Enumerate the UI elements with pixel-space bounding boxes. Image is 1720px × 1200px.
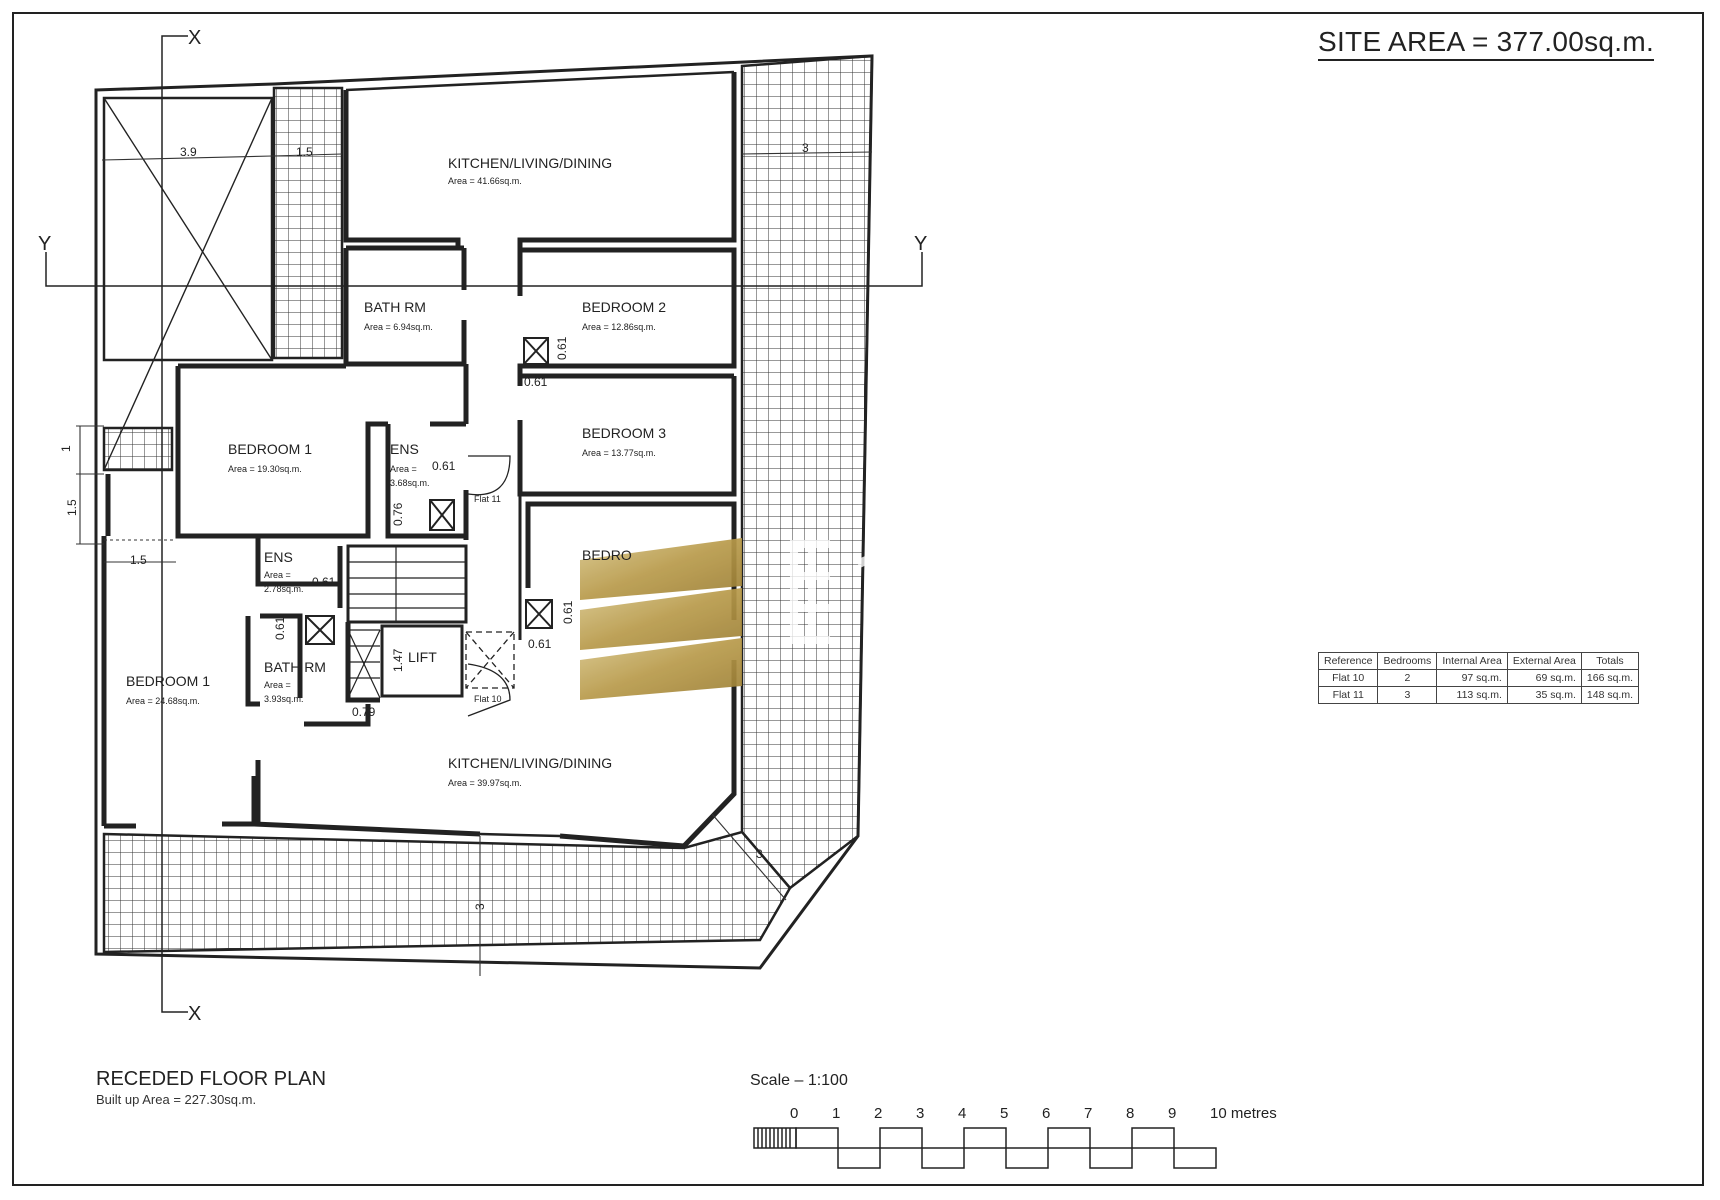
room-bath-bottom-name: BATH RM [264, 659, 326, 675]
built-up-area: Built up Area = 227.30sq.m. [96, 1092, 257, 1107]
table-header-row: Reference Bedrooms Internal Area Externa… [1317, 652, 1640, 670]
room-ens-top-area-2: 3.68sq.m. [390, 478, 430, 488]
flat-10-label: Flat 10 [474, 694, 502, 704]
header-cell: External Area [1506, 652, 1582, 670]
room-bath-top-area: Area = 6.94sq.m. [364, 322, 433, 332]
room-bedroom-partial-name: BEDRO [582, 547, 632, 563]
header-cell: Internal Area [1436, 652, 1508, 670]
dim-079: 0.79 [352, 705, 376, 719]
dim-3-corner: 3 [756, 847, 763, 861]
table-row: Flat 11 3 113 sq.m. 35 sq.m. 148 sq.m. [1317, 686, 1640, 704]
header-cell: Bedrooms [1377, 652, 1438, 670]
dimension-lines [76, 151, 873, 976]
void-shaft [102, 96, 274, 471]
dim-061-b: 0.61 [524, 375, 548, 389]
cell: 97 sq.m. [1436, 669, 1508, 687]
cell: Flat 10 [1317, 669, 1379, 687]
dim-061-c: 0.61 [432, 459, 456, 473]
section-x-bottom: X [188, 1003, 201, 1025]
room-bath-top-name: BATH RM [364, 299, 426, 315]
cell: Flat 11 [1317, 686, 1379, 704]
interior-walls [101, 70, 737, 849]
room-ens-left-area-1: Area = [264, 570, 291, 580]
dim-3-bottom: 3 [473, 903, 487, 910]
dim-147: 1.47 [391, 648, 405, 672]
terrace-hatch [102, 54, 874, 954]
scale-tick: 2 [874, 1105, 882, 1122]
flat-11-label: Flat 11 [474, 494, 501, 504]
room-ens-left-area-2: 2.78sq.m. [264, 584, 304, 594]
room-kitchen-bottom-area: Area = 39.97sq.m. [448, 778, 522, 788]
room-ens-top-area-1: Area = [390, 464, 417, 474]
header-cell: Totals [1580, 652, 1640, 670]
room-kitchen-bottom-name: KITCHEN/LIVING/DINING [448, 755, 612, 771]
room-bedroom2-name: BEDROOM 2 [582, 299, 666, 315]
room-lift-name: LIFT [408, 649, 437, 665]
scale-tick: 1 [832, 1105, 840, 1122]
scale-tick: 0 [790, 1105, 798, 1122]
site-area-title: SITE AREA = 377.00sq.m. [1318, 26, 1655, 61]
header-cell: Reference [1317, 652, 1379, 670]
stair-treads [347, 546, 466, 699]
room-bedroom1-bottom-name: BEDROOM 1 [126, 673, 210, 689]
room-bedroom1-top-area: Area = 19.30sq.m. [228, 464, 302, 474]
dim-3-top: 3 [802, 141, 809, 155]
dim-061-g: 0.61 [528, 637, 552, 651]
dim-1: 1 [59, 445, 73, 452]
section-y-left: Y [38, 233, 51, 255]
drawing-frame [12, 12, 1704, 1186]
dim-061-e: 0.61 [273, 616, 287, 640]
room-kitchen-top-name: KITCHEN/LIVING/DINING [448, 155, 612, 171]
dim-1-5-top: 1.5 [296, 145, 313, 159]
cell: 2 [1377, 669, 1438, 687]
table-row: Flat 10 2 97 sq.m. 69 sq.m. 166 sq.m. [1317, 669, 1640, 687]
scale-tick: 6 [1042, 1105, 1050, 1122]
room-ens-top-name: ENS [390, 441, 419, 457]
room-kitchen-top-area: Area = 41.66sq.m. [448, 176, 522, 186]
room-bedroom1-bottom-area: Area = 24.68sq.m. [126, 696, 200, 706]
cell: 148 sq.m. [1580, 686, 1640, 704]
scale-tick: 7 [1084, 1105, 1092, 1122]
dim-1-5-bottom: 1.5 [130, 553, 147, 567]
area-schedule-table: Reference Bedrooms Internal Area Externa… [1317, 652, 1640, 704]
site-boundary [94, 54, 874, 970]
dim-061-d: 0.61 [312, 575, 336, 589]
dim-061-a: 0.61 [555, 336, 569, 360]
cell: 166 sq.m. [1580, 669, 1640, 687]
room-bedroom3-area: Area = 13.77sq.m. [582, 448, 656, 458]
service-ducts [305, 337, 553, 645]
dim-1-5-side: 1.5 [65, 499, 79, 516]
scale-tick: 8 [1126, 1105, 1134, 1122]
scale-label: Scale – 1:100 [750, 1072, 848, 1089]
cell: 113 sq.m. [1436, 686, 1508, 704]
cell: 3 [1377, 686, 1438, 704]
dim-3-9: 3.9 [180, 145, 197, 159]
room-ens-left-name: ENS [264, 549, 293, 565]
room-bedroom1-top-name: BEDROOM 1 [228, 441, 312, 457]
plan-title: RECEDED FLOOR PLAN [96, 1068, 327, 1090]
scale-tick: 4 [958, 1105, 966, 1122]
room-bedroom2-area: Area = 12.86sq.m. [582, 322, 656, 332]
watermark-logo [580, 534, 920, 700]
door-swings [465, 455, 515, 717]
cell: 69 sq.m. [1506, 669, 1582, 687]
scale-tick: 5 [1000, 1105, 1008, 1122]
scale-tick: 10 metres [1210, 1105, 1277, 1122]
scale-tick: 9 [1168, 1105, 1176, 1122]
room-bath-bottom-area-1: Area = [264, 680, 291, 690]
section-lines [45, 35, 923, 1013]
section-y-right: Y [914, 233, 927, 255]
dim-061-f: 0.61 [561, 600, 575, 624]
room-bath-bottom-area-2: 3.93sq.m. [264, 694, 304, 704]
scale-tick: 3 [916, 1105, 924, 1122]
cell: 35 sq.m. [1506, 686, 1582, 704]
section-x-top: X [188, 27, 201, 49]
room-bedroom3-name: BEDROOM 3 [582, 425, 666, 441]
dim-076: 0.76 [391, 502, 405, 526]
scale-bar [753, 1127, 1217, 1169]
